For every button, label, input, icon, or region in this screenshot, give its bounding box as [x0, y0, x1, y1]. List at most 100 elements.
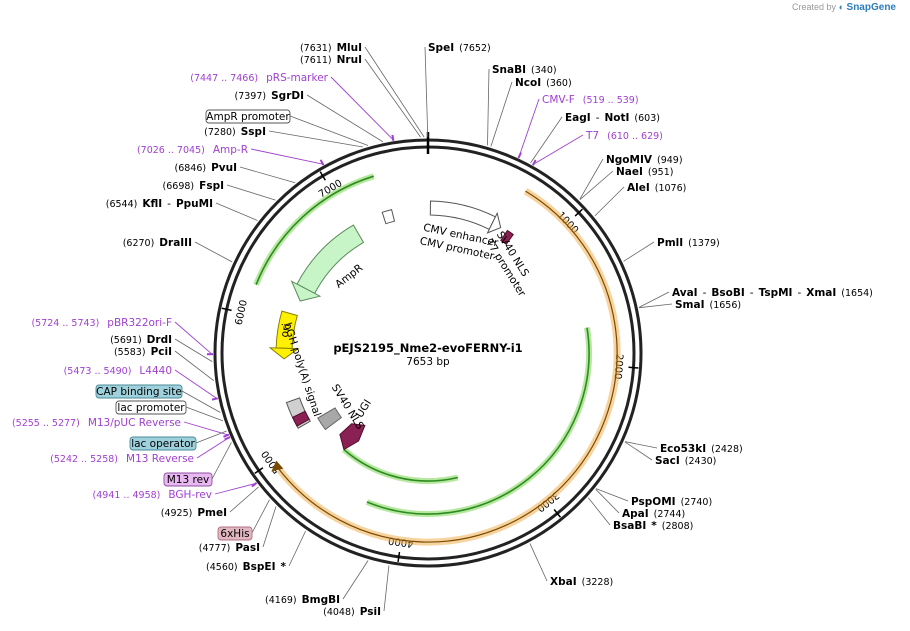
inner-feature-label: ori — [279, 323, 293, 339]
restriction-site-label: (7397)SgrDI — [235, 90, 304, 102]
site-text: AleI(1076) — [627, 182, 686, 194]
site-position: (2740) — [681, 497, 713, 508]
restriction-site-label: (5691)DrdI — [110, 334, 172, 346]
site-leader — [383, 565, 390, 612]
site-enzyme: DraIII — [159, 237, 192, 249]
inner-features — [268, 200, 514, 451]
restriction-site-label: (4169)BmgBI — [265, 594, 340, 606]
leader-lines — [174, 46, 673, 612]
site-enzyme: Eco53kI — [660, 443, 706, 455]
feature-box-label: M13 rev — [167, 474, 210, 486]
feature-box-label: lac promoter — [117, 402, 185, 414]
site-leader — [529, 543, 548, 582]
site-leader — [306, 94, 384, 143]
feature-box: lac operator — [129, 436, 197, 451]
primer-label: (4941 .. 4958) BGH-rev — [93, 489, 212, 501]
primer-tick — [251, 482, 258, 488]
box-leader — [195, 430, 227, 444]
site-enzyme: NotI — [604, 112, 629, 124]
site-enzyme: FspI — [199, 180, 224, 192]
site-position: (2808) — [662, 521, 694, 532]
feature-box: 6xHis — [217, 526, 253, 541]
site-position: (6846) — [174, 163, 206, 174]
restriction-site-label: (6698) FspI — [163, 180, 224, 192]
feature-box-bg — [115, 400, 187, 415]
primer-range: (5242 .. 5258) — [50, 454, 118, 465]
site-separator: - — [167, 198, 171, 210]
site-position: (4777) — [199, 543, 231, 554]
primer-label: CMV-F (519 .. 539) — [542, 94, 639, 106]
site-enzyme: ApaI — [622, 508, 649, 520]
site-text: AvaI-BsoBI-TspMI-XmaI(1654) — [672, 287, 873, 299]
restriction-site-label: NgoMIV(949) — [606, 154, 683, 166]
sv40-nls-top-feature — [500, 229, 514, 246]
primer-leader — [250, 148, 324, 165]
restriction-site-label: SpeI(7652) — [428, 42, 491, 54]
restriction-site-label: AleI(1076) — [627, 182, 686, 194]
feature-box-bg — [217, 526, 253, 541]
site-leader — [424, 46, 429, 138]
plasmid-size: 7653 bp — [406, 356, 450, 368]
site-position: (6270) — [123, 238, 155, 249]
site-leader — [579, 158, 604, 200]
site-enzyme: XmaI — [806, 287, 836, 299]
feature-box: CAP binding site — [95, 384, 183, 399]
primer-range: (519 .. 539) — [583, 95, 639, 106]
green-orf3-arc — [255, 175, 374, 285]
credit-brand: SnapGene — [846, 2, 896, 13]
site-position: (4925) — [161, 508, 193, 519]
site-enzyme: * — [281, 561, 287, 573]
primer-range: (7447 .. 7466) — [190, 73, 258, 84]
ampr-promoter-feature — [381, 208, 396, 225]
site-leader — [194, 241, 233, 263]
primer-range: (4941 .. 4958) — [93, 490, 161, 501]
site-enzyme: PvuI — [211, 162, 237, 174]
site-enzyme: BspEI — [243, 561, 276, 573]
site-enzyme: SgrDI — [271, 90, 304, 102]
site-position: (3228) — [582, 577, 614, 588]
restriction-site-label: SnaBI(340) — [492, 64, 557, 76]
feature-box-label: 6xHis — [220, 528, 249, 540]
restriction-site-label: AvaI-BsoBI-TspMI-XmaI(1654) — [672, 287, 873, 299]
restriction-site-label: SmaI(1656) — [675, 299, 741, 311]
site-enzyme: PmlI — [657, 237, 683, 249]
restriction-site-label: XbaI(3228) — [550, 576, 613, 588]
site-text: (4169)BmgBI — [265, 594, 340, 606]
primer-name: pRS-marker — [266, 72, 329, 84]
restriction-site-label: ApaI (2744) — [622, 508, 685, 520]
bgh-polya-feature — [317, 407, 343, 431]
primer-name: BGH-rev — [168, 489, 212, 501]
site-leader — [364, 46, 425, 138]
primer-tick — [223, 433, 230, 438]
site-enzyme: AvaI — [672, 287, 698, 299]
restriction-site-label: EagI-NotI(603) — [565, 112, 660, 124]
site-text: NgoMIV(949) — [606, 154, 683, 166]
site-position: (5583) — [114, 347, 146, 358]
site-text: Eco53kI(2428) — [660, 443, 743, 455]
primer-leader — [518, 98, 540, 158]
site-text: (6544)KflI-PpuMI — [106, 198, 213, 210]
ring-tick — [254, 467, 264, 475]
primer-tick — [391, 134, 395, 141]
site-separator: - — [596, 112, 600, 124]
primer-name: CMV-F — [542, 94, 575, 106]
box-leader — [185, 406, 224, 422]
site-position: (1656) — [710, 300, 742, 311]
site-position: (6698) — [163, 181, 195, 192]
site-leader — [639, 303, 673, 309]
site-position: (2744) — [654, 509, 686, 520]
feature-box-bg — [163, 472, 213, 487]
site-leader — [342, 560, 369, 600]
site-position: (360) — [546, 78, 572, 89]
site-enzyme: BsoBI — [711, 287, 744, 299]
primer-leader — [330, 76, 394, 141]
site-enzyme: TspMI — [759, 287, 793, 299]
site-enzyme: * — [651, 520, 657, 532]
site-text: SnaBI(340) — [492, 64, 557, 76]
orf-arc — [278, 190, 618, 543]
box-leader — [181, 390, 221, 413]
feature-box-bg — [129, 436, 197, 451]
ring-tick — [553, 509, 562, 518]
site-position: (1654) — [841, 288, 873, 299]
